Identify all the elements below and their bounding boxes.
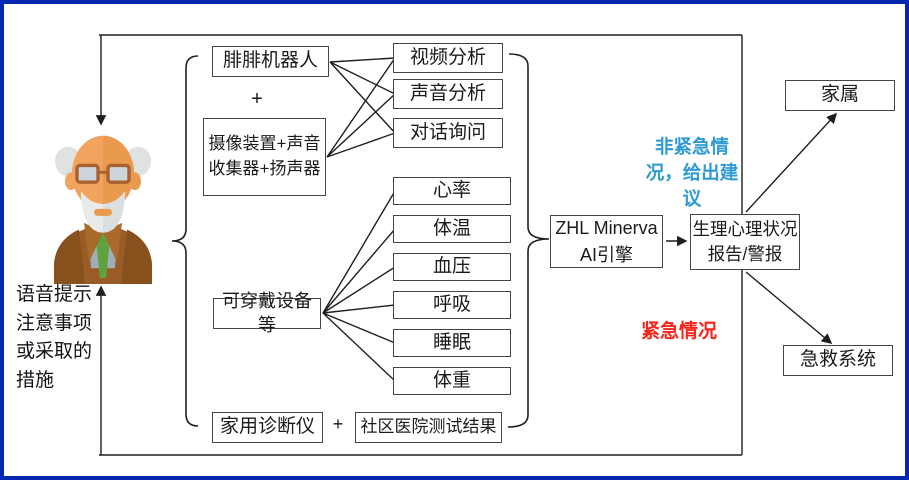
right-brace xyxy=(507,53,550,428)
ai-engine-name: ZHL Minerva xyxy=(555,218,658,239)
home-diagnostic-box: 家用诊断仪 xyxy=(212,412,323,443)
left-brace xyxy=(171,55,199,427)
weight-box: 体重 xyxy=(393,367,511,395)
report-to-family-arrow xyxy=(745,112,838,213)
heart-rate-box: 心率 xyxy=(393,177,511,205)
ai-engine-box: ZHL Minerva AI引擎 xyxy=(550,215,663,268)
plus-sign-home-community: + xyxy=(332,414,344,434)
status-report-box: 生理心理状况 报告/警报 xyxy=(690,214,800,270)
community-hospital-box: 社区医院测试结果 xyxy=(355,412,502,443)
status-report-line2: 报告/警报 xyxy=(707,244,783,264)
dialogue-inquiry-box: 对话询问 xyxy=(393,118,503,148)
urgent-condition-label: 紧急情况 xyxy=(641,321,718,342)
sleep-box: 睡眠 xyxy=(393,329,511,357)
plus-sign-robot-camera: + xyxy=(251,88,263,110)
elderly-person-icon xyxy=(54,135,152,284)
glasses-icon xyxy=(75,163,131,184)
ai-engine-subname: AI引擎 xyxy=(579,244,633,265)
report-to-emergency-arrow xyxy=(745,271,833,345)
robot-box: 腓腓机器人 xyxy=(212,46,329,77)
family-box: 家属 xyxy=(785,80,895,111)
emergency-system-box: 急救系统 xyxy=(783,345,893,376)
status-report-line1: 生理心理状况 xyxy=(692,218,798,239)
camera-audio-box: 摄像装置+声音收集器+扬声器 xyxy=(203,118,326,196)
non-urgent-condition-label: 非紧急情况，给出建议 xyxy=(645,136,739,209)
blood-pressure-box: 血压 xyxy=(393,253,511,281)
audio-analysis-box: 声音分析 xyxy=(393,79,503,109)
wearables-box: 可穿戴设备等 xyxy=(213,291,321,335)
voice-feedback-caption: 语音提示注意事项或采取的措施 xyxy=(16,284,93,391)
respiration-box: 呼吸 xyxy=(393,291,511,319)
body-temperature-box: 体温 xyxy=(393,215,511,243)
video-analysis-box: 视频分析 xyxy=(393,43,503,73)
